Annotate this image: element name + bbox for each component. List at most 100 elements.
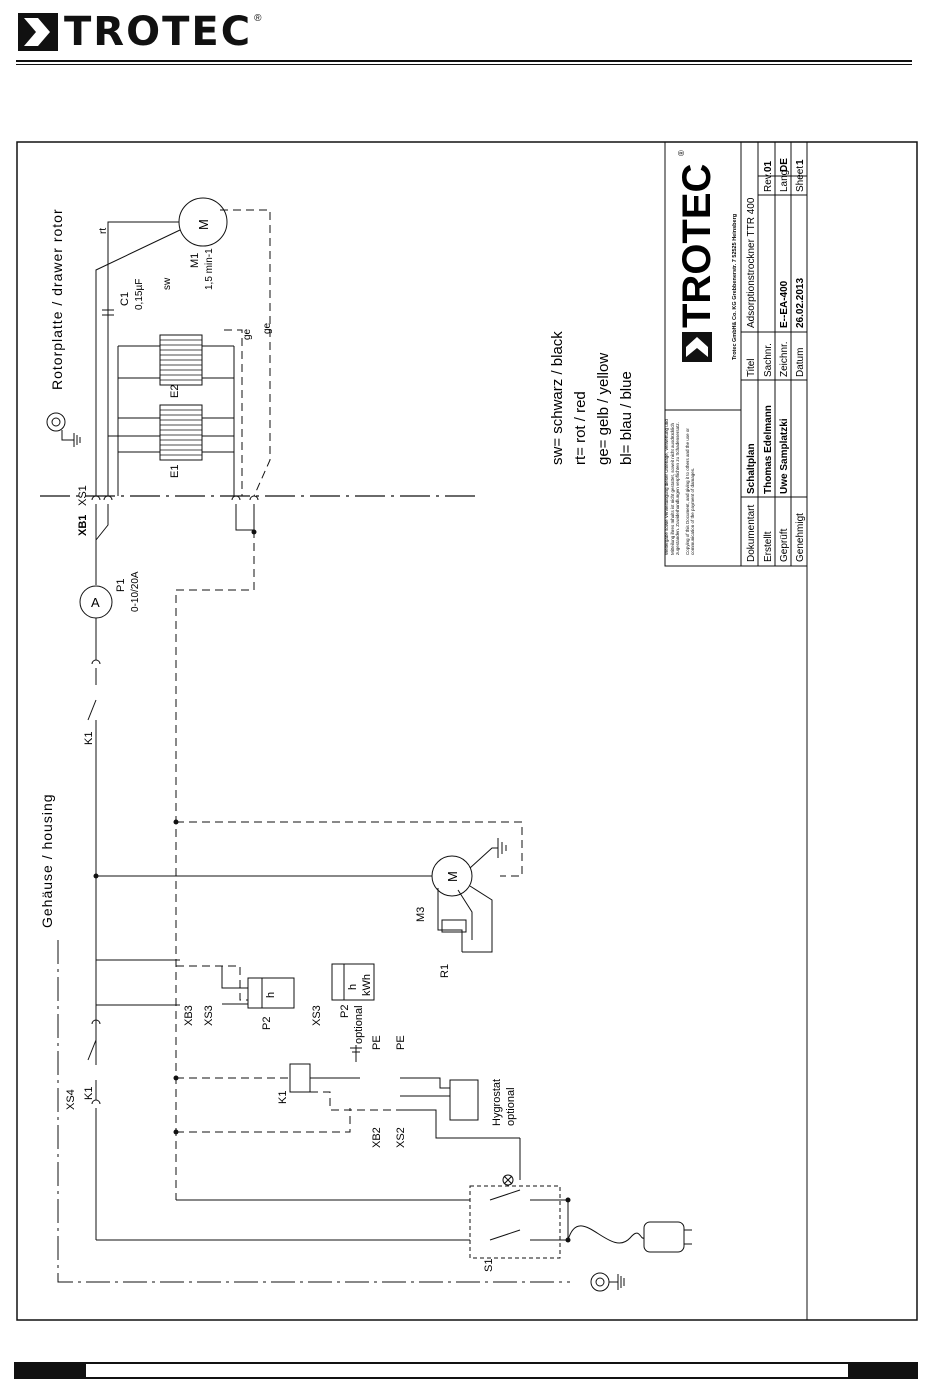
s1-switch-contact-bottom bbox=[489, 1229, 521, 1241]
row-label-sheet: Sheet bbox=[795, 166, 806, 192]
header-rule bbox=[16, 60, 912, 62]
row-label-sachnr: Sachnr. bbox=[763, 343, 774, 377]
e1-heater-element bbox=[159, 404, 203, 461]
label-pe-1: PE bbox=[371, 1035, 383, 1050]
wire-m1-rt bbox=[107, 221, 179, 496]
label-m3: M3 bbox=[415, 907, 427, 922]
heater-fins bbox=[160, 339, 202, 456]
row-label-lang: Lang. bbox=[779, 167, 790, 192]
trotec-logo: TROTEC ® bbox=[18, 12, 261, 52]
row-label-rev: Rev. bbox=[763, 172, 774, 192]
row-label-geprueft: Geprüft bbox=[779, 528, 790, 562]
label-e2: E2 bbox=[169, 385, 181, 398]
p2-hour-counter bbox=[247, 977, 295, 1009]
label-p2-b: P2 bbox=[339, 1005, 351, 1018]
housing-boundary bbox=[57, 940, 570, 1283]
wire-heater-pe-ge bbox=[224, 329, 243, 496]
legend-line-4: bl= blau / blue bbox=[618, 371, 635, 465]
row-label-erstellt: Erstellt bbox=[763, 531, 774, 562]
row-value-sheet: 1 bbox=[795, 159, 806, 165]
footer-bar-inner bbox=[86, 1364, 848, 1377]
s1-indicator-lamp bbox=[502, 1174, 514, 1186]
logo-registered-mark: ® bbox=[254, 12, 262, 24]
legend-line-3: ge= gelb / yellow bbox=[595, 353, 612, 465]
junction-dot bbox=[251, 529, 257, 535]
color-legend: sw= schwarz / black rt= rot / red ge= ge… bbox=[549, 331, 635, 465]
header-rule-thin bbox=[16, 64, 912, 65]
row-label-titel: Titel bbox=[746, 358, 757, 377]
power-cord bbox=[567, 1225, 645, 1244]
wire-pe-main bbox=[175, 530, 255, 1200]
row-value-lang: DE bbox=[779, 158, 790, 172]
drawing-frame bbox=[16, 141, 918, 1321]
label-pe-2: PE bbox=[395, 1035, 407, 1050]
row-value-titel: Adsorptionstrockner TTR 400 bbox=[746, 197, 757, 328]
s1-switch-housing bbox=[469, 1185, 561, 1259]
wire-m1-sw bbox=[95, 229, 181, 496]
label-m1: M1 bbox=[189, 253, 201, 268]
label-xs3-b: XS3 bbox=[311, 1005, 323, 1026]
label-xs4: XS4 bbox=[65, 1089, 77, 1110]
label-xb3: XB3 bbox=[183, 1005, 195, 1026]
label-xb1: XB1 bbox=[77, 515, 89, 536]
logo-text: TROTEC bbox=[64, 9, 253, 55]
row-label-datum: Datum bbox=[795, 348, 806, 377]
legend-line-1: sw= schwarz / black bbox=[549, 331, 566, 465]
label-p2-optional: optional bbox=[353, 1005, 365, 1044]
title-block: TROTEC ® Trotec GmbH& Co. KG Grebbenerst… bbox=[664, 141, 808, 567]
r1-resistor bbox=[441, 919, 467, 933]
rotor-label: Rotorplatte / drawer rotor bbox=[49, 208, 65, 390]
row-value-rev: 01 bbox=[763, 160, 774, 172]
housing-label: Gehäuse / housing bbox=[39, 793, 55, 928]
company-address: Trotec GmbH& Co. KG Grebbenerstr. 7 5252… bbox=[732, 214, 738, 360]
label-xs1: XS1 bbox=[77, 485, 89, 506]
page-header: TROTEC ® bbox=[0, 0, 950, 75]
title-block-logo: TROTEC ® bbox=[675, 150, 719, 362]
copyright-en: Copying of this Document, and giving it … bbox=[684, 428, 696, 555]
row-value-zeichnr: E--EA-400 bbox=[779, 280, 790, 328]
label-xs3: XS3 bbox=[203, 1005, 215, 1026]
row-label-zeichnr: Zeichnr. bbox=[779, 341, 790, 377]
label-k1-mid: K1 bbox=[83, 1087, 95, 1100]
p2-energy-hour-symbol: h bbox=[347, 984, 359, 990]
label-c1-value: 0,15µF bbox=[134, 279, 145, 310]
wire-m1-pe-ge bbox=[220, 209, 271, 497]
row-value-geprueft: Uwe Samplatzki bbox=[779, 418, 790, 494]
copyright-de: Weitergabe sowie Vervielfältigung dieser… bbox=[664, 419, 681, 555]
p2-energy-kwh: kWh bbox=[361, 974, 373, 996]
label-k1-top: K1 bbox=[83, 732, 95, 745]
ground-symbol-top bbox=[46, 412, 81, 447]
label-hygrostat: Hygrostat bbox=[491, 1079, 503, 1126]
label-xs2: XS2 bbox=[395, 1127, 407, 1148]
connector-xb1-xs1 bbox=[91, 495, 259, 541]
label-c1: C1 bbox=[119, 292, 131, 306]
label-p2: P2 bbox=[261, 1017, 273, 1030]
row-value-datum: 26.02.2013 bbox=[795, 278, 806, 328]
m1-motor-letter: M bbox=[196, 219, 211, 230]
label-e1: E1 bbox=[169, 465, 181, 478]
label-wire-ge-1: ge bbox=[242, 328, 253, 340]
row-label-genehmigt: Genehmigt bbox=[795, 513, 806, 562]
label-r1: R1 bbox=[439, 964, 451, 978]
ammeter-letter: A bbox=[91, 595, 100, 610]
legend-line-2: rt= rot / red bbox=[572, 391, 589, 465]
m3-motor-letter: M bbox=[445, 871, 460, 882]
title-block-logo-reg: ® bbox=[677, 150, 686, 156]
label-m1-speed: 1,5 min-1 bbox=[204, 248, 215, 290]
hygrostat-box bbox=[449, 1079, 479, 1121]
label-p1-range: 0-10/20A bbox=[130, 571, 141, 612]
copyright-notes: Weitergabe sowie Vervielfältigung dieser… bbox=[664, 419, 696, 555]
trotec-chevron-icon bbox=[18, 13, 58, 51]
label-wire-ge-2: ge bbox=[262, 322, 273, 334]
title-block-logo-text: TROTEC bbox=[675, 164, 719, 328]
k1-relay-coil bbox=[289, 1063, 311, 1093]
label-hygrostat-optional: optional bbox=[505, 1087, 517, 1126]
label-p1: P1 bbox=[115, 579, 127, 592]
row-label-dokumentart: Dokumentart bbox=[746, 505, 757, 562]
k1-contact-21-22 bbox=[87, 699, 97, 721]
label-wire-rt: rt bbox=[98, 228, 109, 234]
power-plug bbox=[643, 1221, 685, 1253]
p2-energy-counter bbox=[331, 963, 375, 1001]
label-xb2: XB2 bbox=[371, 1127, 383, 1148]
